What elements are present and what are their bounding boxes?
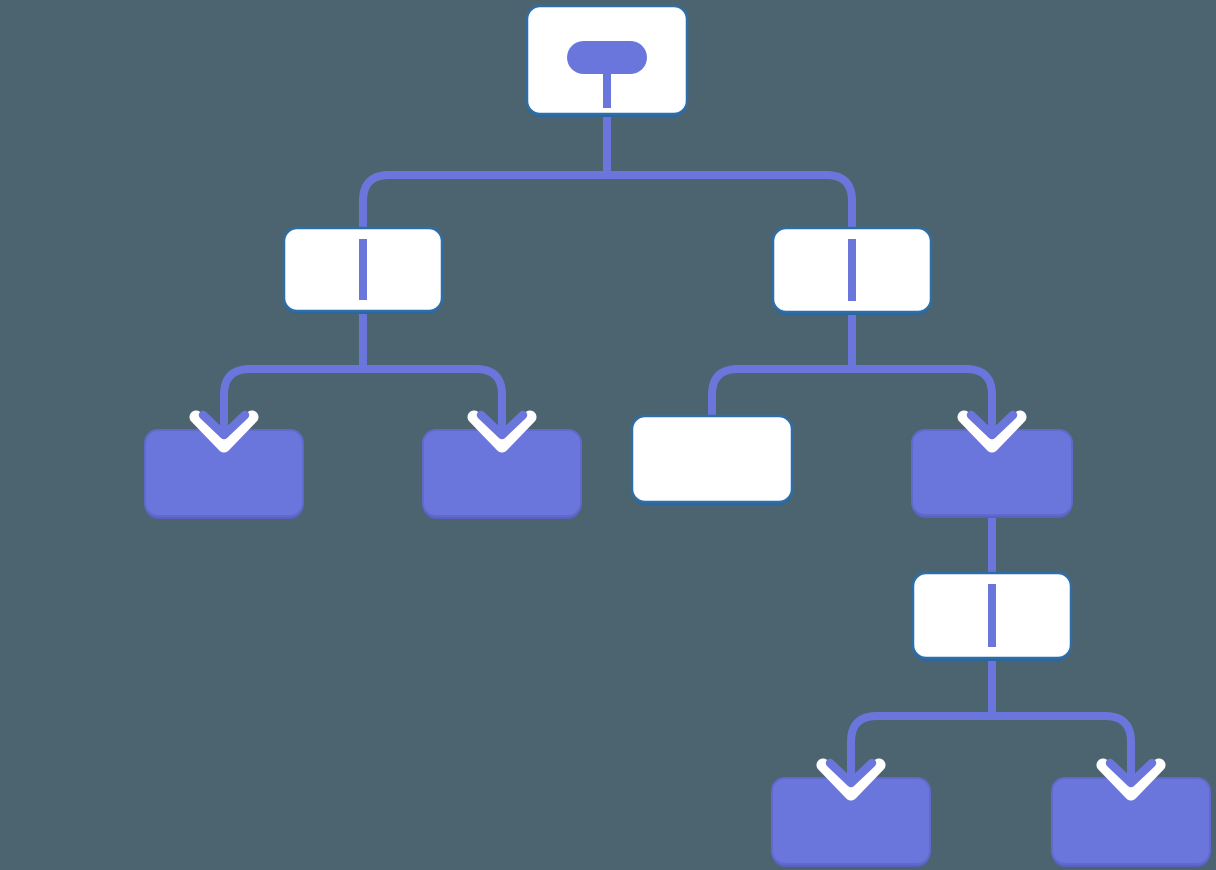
edge-branch-right-to-collapsed-mid <box>848 310 996 414</box>
edges <box>220 112 1135 762</box>
chevron-down-icon-white <box>816 758 886 801</box>
chevron-down-icon-purple <box>198 410 250 440</box>
chevron-down-icon-purple <box>825 758 877 788</box>
root-pill-glyph <box>567 41 647 74</box>
edge-branch-low-to-leaf-3 <box>847 656 996 762</box>
chevron-down-icon-purple <box>966 410 1018 440</box>
edge-branch-low-to-leaf-4 <box>988 656 1135 762</box>
edge-root-to-branch-left <box>359 112 611 232</box>
passthrough-bar-glyph <box>988 584 996 647</box>
markers <box>189 406 1166 801</box>
chevron-down-icon-purple <box>476 410 528 440</box>
chevron-down-icon-white <box>1096 758 1166 801</box>
chevron-down-icon-purple <box>1105 758 1157 788</box>
edge-root-to-branch-right <box>603 112 856 232</box>
node-plain-node <box>630 414 794 504</box>
passthrough-bar-glyph <box>359 239 367 300</box>
edge-branch-left-to-leaf-2 <box>359 309 506 414</box>
root-pill-stem <box>603 70 611 108</box>
edge-branch-right-to-plain-node <box>708 310 856 420</box>
edge-branch-left-to-leaf-1 <box>220 309 367 414</box>
chevron-down-icon-white <box>189 410 259 453</box>
nodes <box>144 4 1211 867</box>
chevron-down-icon-white <box>957 410 1027 453</box>
chevron-down-icon-white <box>467 410 537 453</box>
passthrough-bar-glyph <box>848 239 856 301</box>
